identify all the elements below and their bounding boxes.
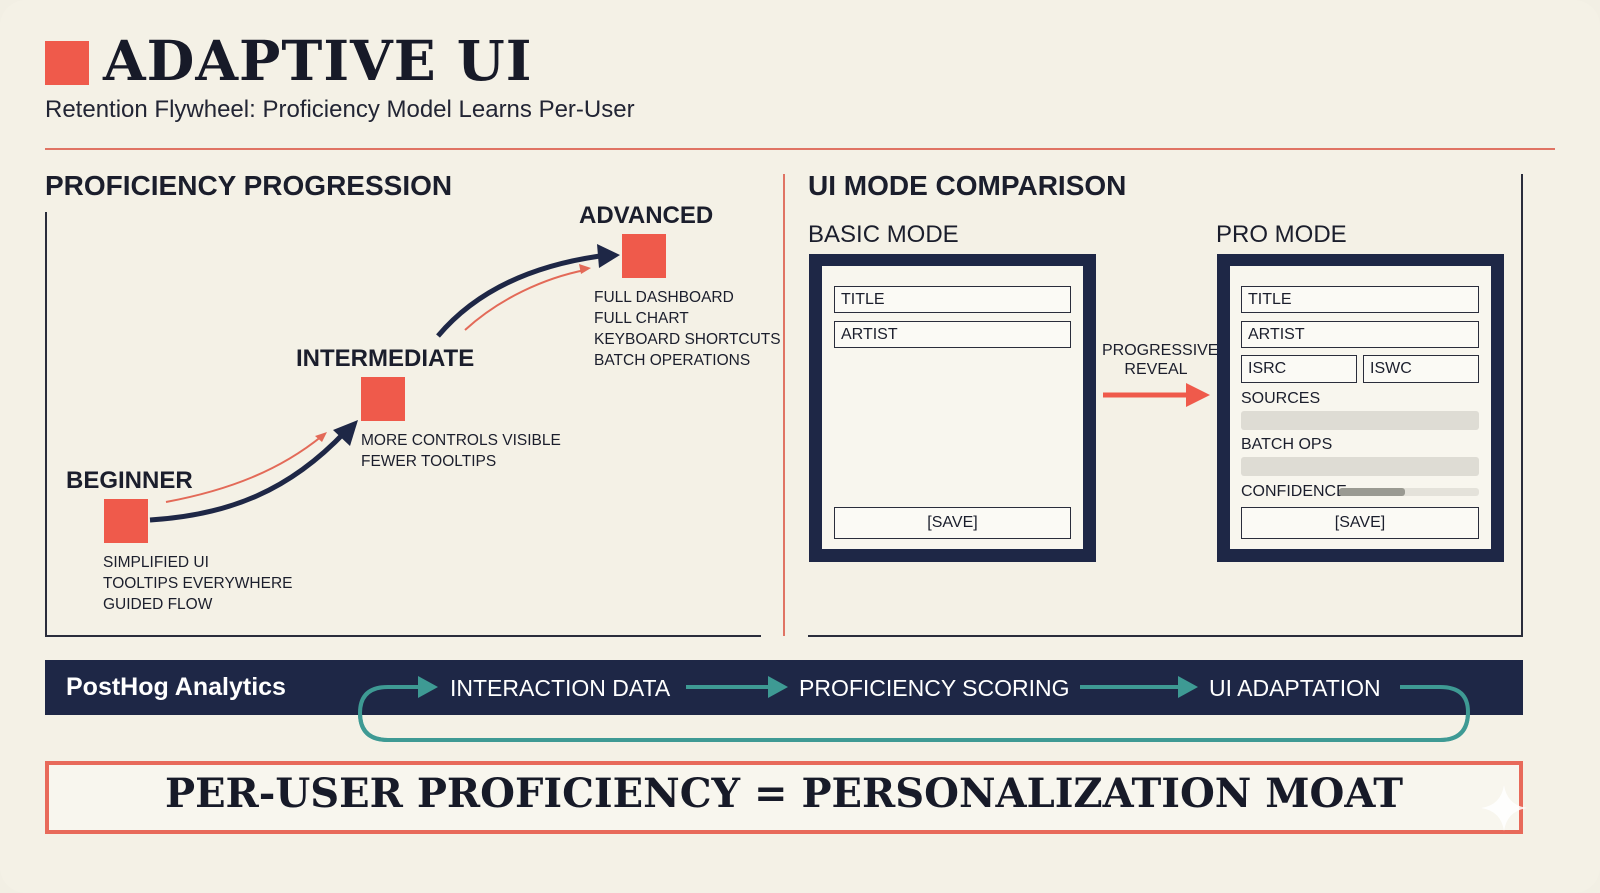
note-line: KEYBOARD SHORTCUTS (594, 331, 781, 348)
pro-mode-screen: TITLE ARTIST ISRC ISWC SOURCES BATCH OPS… (1230, 266, 1491, 549)
note-line: FULL CHART (594, 310, 689, 327)
note-line: GUIDED FLOW (103, 596, 213, 613)
pro-confidence-label: CONFIDENCE (1241, 483, 1347, 500)
flow-step-proficiency-scoring: PROFICIENCY SCORING (799, 675, 1070, 701)
title-square-icon (45, 41, 89, 85)
pro-artist-field[interactable]: ARTIST (1241, 321, 1479, 348)
moat-text: PER-USER PROFICIENCY = PERSONALIZATION M… (164, 770, 1404, 817)
comparison-heading: UI MODE COMPARISON (808, 170, 1127, 201)
stage-label-advanced: ADVANCED (579, 202, 714, 229)
pro-batch-ops-bar (1241, 457, 1479, 476)
pro-mode-mockup: TITLE ARTIST ISRC ISWC SOURCES BATCH OPS… (1217, 254, 1504, 562)
pro-batch-ops-label: BATCH OPS (1241, 436, 1333, 453)
progressive-reveal-label: PROGRESSIVE REVEAL (1102, 341, 1219, 379)
note-line: SIMPLIFIED UI (103, 554, 209, 571)
progression-heading: PROFICIENCY PROGRESSION (45, 170, 453, 201)
page-title: ADAPTIVE UI (103, 28, 533, 93)
moat-banner (45, 761, 1523, 834)
basic-mode-label: BASIC MODE (808, 221, 959, 248)
pro-sources-bar (1241, 411, 1479, 430)
analytics-title: PostHog Analytics (66, 673, 286, 701)
pro-sources-label: SOURCES (1241, 390, 1321, 407)
note-line: MORE CONTROLS VISIBLE (361, 432, 561, 449)
pro-title-field[interactable]: TITLE (1241, 286, 1479, 313)
stage-notes-intermediate: MORE CONTROLS VISIBLE FEWER TOOLTIPS (361, 430, 561, 472)
note-line: FEWER TOOLTIPS (361, 453, 497, 470)
stage-label-beginner: BEGINNER (66, 467, 193, 494)
stage-marker-intermediate (361, 377, 405, 421)
flow-step-ui-adaptation: UI ADAPTATION (1209, 675, 1381, 701)
pro-mode-label: PRO MODE (1216, 221, 1347, 248)
confidence-track (1339, 488, 1479, 496)
basic-title-field[interactable]: TITLE (834, 286, 1071, 313)
note-line: FULL DASHBOARD (594, 289, 734, 306)
basic-mode-screen: TITLE ARTIST [SAVE] (822, 266, 1083, 549)
stage-notes-beginner: SIMPLIFIED UI TOOLTIPS EVERYWHERE GUIDED… (103, 552, 293, 615)
note-line: BATCH OPERATIONS (594, 352, 751, 369)
page-subtitle: Retention Flywheel: Proficiency Model Le… (45, 96, 635, 123)
basic-save-button[interactable]: [SAVE] (834, 507, 1071, 539)
stage-marker-beginner (104, 499, 148, 543)
flow-step-interaction-data: INTERACTION DATA (450, 675, 671, 701)
pro-isrc-field[interactable]: ISRC (1241, 355, 1357, 383)
stage-notes-advanced: FULL DASHBOARD FULL CHART KEYBOARD SHORT… (594, 287, 781, 371)
pro-iswc-field[interactable]: ISWC (1363, 355, 1479, 383)
basic-artist-field[interactable]: ARTIST (834, 321, 1071, 348)
reveal-line: REVEAL (1124, 361, 1188, 378)
header-divider (45, 148, 1555, 150)
stage-label-intermediate: INTERMEDIATE (296, 345, 475, 372)
note-line: TOOLTIPS EVERYWHERE (103, 575, 293, 592)
reveal-line: PROGRESSIVE (1102, 342, 1219, 359)
pro-save-button[interactable]: [SAVE] (1241, 507, 1479, 539)
confidence-fill (1339, 488, 1405, 496)
basic-mode-mockup: TITLE ARTIST [SAVE] (809, 254, 1096, 562)
stage-marker-advanced (622, 234, 666, 278)
